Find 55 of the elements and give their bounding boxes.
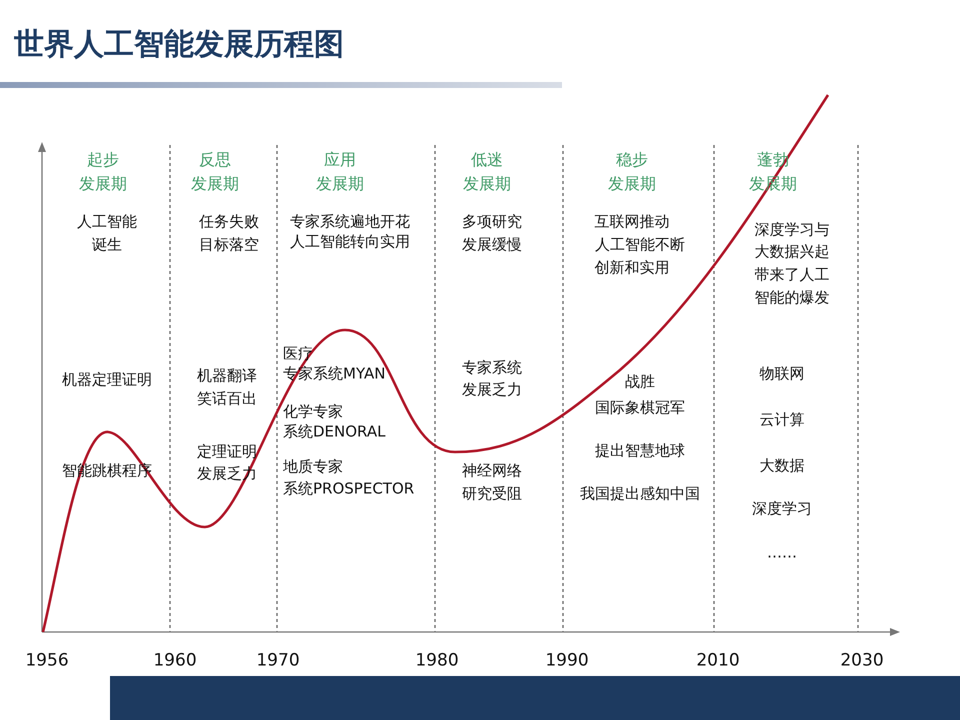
event-text: 智能的爆发 xyxy=(754,290,830,306)
period-label: 应用 xyxy=(324,152,356,168)
period-label: 发展期 xyxy=(463,176,511,192)
event-text: 大数据兴起 xyxy=(754,244,830,260)
period-label: 发展期 xyxy=(191,176,239,192)
event-text: …… xyxy=(767,546,797,560)
year-label: 2010 xyxy=(696,652,740,670)
event-text: 大数据 xyxy=(760,458,804,474)
event-text: 人工智能不断 xyxy=(595,238,685,252)
event-text: 目标落空 xyxy=(199,238,259,252)
event-text: 人工智能 xyxy=(77,214,137,230)
event-text: 发展乏力 xyxy=(462,382,522,398)
event-text: 我国提出感知中国 xyxy=(580,486,700,502)
event-text: 定理证明 xyxy=(197,444,257,460)
event-text: 深度学习 xyxy=(752,502,812,516)
year-label: 1956 xyxy=(25,652,69,670)
event-text: 地质专家 xyxy=(283,460,343,474)
period-label: 反思 xyxy=(199,152,231,168)
period-label: 发展期 xyxy=(608,176,656,192)
event-text: 云计算 xyxy=(760,412,804,428)
event-text: 神经网络 xyxy=(462,464,522,478)
event-text: 人工智能转向实用 xyxy=(290,234,410,250)
event-text: 深度学习与 xyxy=(754,222,830,238)
event-text: 国际象棋冠军 xyxy=(595,400,685,416)
event-text: 专家系统 xyxy=(462,360,522,376)
event-text: 提出智慧地球 xyxy=(595,444,685,458)
event-text: 发展缓慢 xyxy=(462,238,522,252)
year-label: 1990 xyxy=(545,652,589,670)
year-label: 2030 xyxy=(840,652,884,670)
year-label: 1970 xyxy=(256,652,300,670)
event-text: 机器翻译 xyxy=(197,368,257,384)
period-label: 发展期 xyxy=(316,176,364,192)
event-text: 创新和实用 xyxy=(594,260,670,276)
event-text: 机器定理证明 xyxy=(62,372,152,388)
period-label: 起步 xyxy=(87,152,119,168)
year-label: 1980 xyxy=(415,652,459,670)
title: 世界人工智能发展历程图 xyxy=(14,30,344,60)
event-text: 笑话百出 xyxy=(197,392,257,406)
event-text: 研究受阻 xyxy=(462,486,522,502)
event-text: 物联网 xyxy=(760,366,804,382)
event-text: 互联网推动 xyxy=(594,214,670,230)
event-text: 多项研究 xyxy=(462,214,522,230)
period-label: 发展期 xyxy=(79,176,127,192)
event-text: 任务失败 xyxy=(199,214,259,230)
event-text: 系统DENORAL xyxy=(283,424,386,440)
event-text: 专家系统MYAN xyxy=(283,366,386,382)
event-text: 战胜 xyxy=(625,374,655,390)
event-text: 系统PROSPECTOR xyxy=(283,482,414,496)
period-label: 稳步 xyxy=(616,152,648,168)
event-text: 化学专家 xyxy=(283,404,343,420)
event-text: 诞生 xyxy=(92,238,122,252)
year-label: 1960 xyxy=(153,652,197,670)
event-text: 专家系统遍地开花 xyxy=(290,214,410,230)
event-text: 带来了人工 xyxy=(754,268,830,282)
period-label: 低迷 xyxy=(471,152,503,168)
